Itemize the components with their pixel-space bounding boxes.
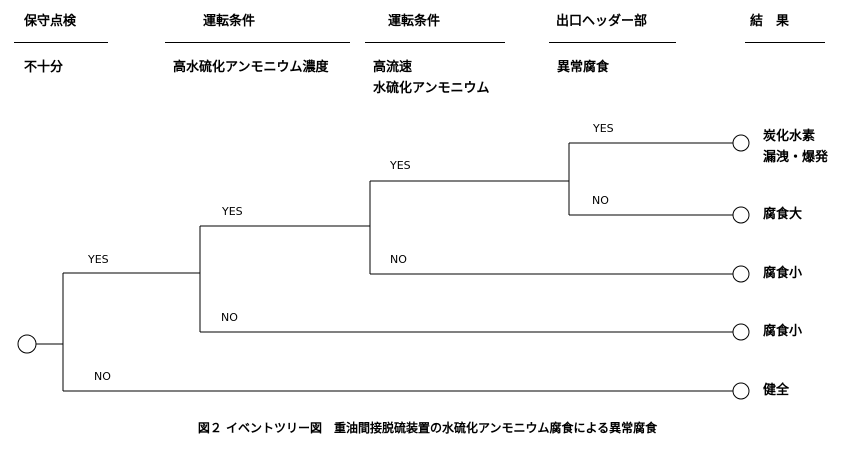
figure-caption: 図２ イベントツリー図 重油間接脱硫装置の水硫化アンモニウム腐食による異常腐食 <box>197 421 658 435</box>
end-node <box>732 265 750 283</box>
result-sound: 健全 <box>763 383 790 398</box>
condition-high-velocity-line1: 高流速 <box>373 60 413 75</box>
header-maintenance: 保守点検 <box>24 14 77 29</box>
label-yes: YES <box>222 205 243 218</box>
result-hydrocarbon: 炭化水素 <box>763 129 816 144</box>
label-no: NO <box>390 253 407 266</box>
label-yes: YES <box>593 122 614 135</box>
condition-abnormal-corrosion: 異常腐食 <box>557 60 610 75</box>
header-underline <box>14 42 108 43</box>
condition-high-concentration: 高水硫化アンモニウム濃度 <box>173 60 329 75</box>
label-yes: YES <box>88 253 109 266</box>
condition-high-velocity: 高流速 水硫化アンモニウム <box>373 57 489 99</box>
header-underline <box>165 42 350 43</box>
label-no: NO <box>221 311 238 324</box>
header-operating-condition-1: 運転条件 <box>203 14 256 29</box>
header-underline <box>365 42 505 43</box>
header-operating-condition-2: 運転条件 <box>388 14 441 29</box>
condition-insufficient: 不十分 <box>24 60 64 75</box>
result-hydrocarbon-leak: 炭化水素 漏洩・爆発 <box>763 126 828 168</box>
end-node <box>732 323 750 341</box>
header-result: 結 果 <box>750 14 790 29</box>
header-underline <box>745 42 825 43</box>
label-no: NO <box>592 194 609 207</box>
result-minor-corrosion: 腐食小 <box>763 266 803 281</box>
end-node <box>732 382 750 400</box>
label-yes: YES <box>390 159 411 172</box>
end-node <box>732 206 750 224</box>
result-minor-corrosion: 腐食小 <box>763 324 803 339</box>
header-outlet-header: 出口ヘッダー部 <box>556 14 648 29</box>
end-node <box>732 134 750 152</box>
root-node <box>17 334 37 354</box>
result-leak-explosion: 漏洩・爆発 <box>763 150 829 165</box>
label-no: NO <box>94 370 111 383</box>
header-underline <box>549 42 676 43</box>
result-major-corrosion: 腐食大 <box>763 207 803 222</box>
condition-high-velocity-line2: 水硫化アンモニウム <box>373 81 490 96</box>
